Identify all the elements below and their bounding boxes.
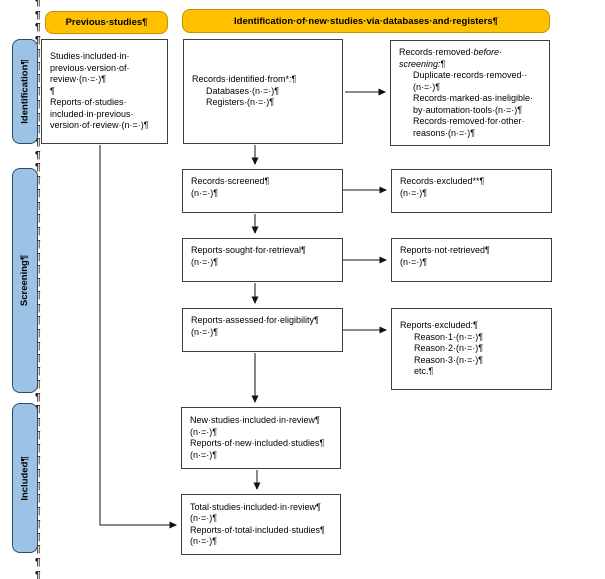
- box-text-line: (n·=·)¶: [190, 536, 218, 546]
- box-text-line: (n·=·)¶: [413, 81, 441, 92]
- box-text-line: New·studies·included·in·review¶: [190, 415, 320, 425]
- box-text-line: (n·=·)¶: [400, 187, 428, 198]
- box-text-line: (n·=·)¶: [191, 326, 219, 337]
- box-text-line: Reports·sought·for·retrieval¶: [191, 245, 306, 255]
- box-text-line: Reports·of·studies·: [50, 97, 127, 108]
- box-text-line: included·in·previous·: [50, 108, 134, 119]
- identification-new-studies-header[interactable]: Identification·of·new·studies·via·databa…: [182, 9, 550, 33]
- box-text-line: Records·screened¶: [191, 176, 270, 186]
- stage-label-identification-text: Identification¶: [19, 59, 31, 124]
- box-text-line: by·automation·tools·(n·=·)¶: [413, 104, 523, 115]
- pilcrow-mark: ¶: [35, 35, 41, 47]
- pilcrow-mark: ¶: [35, 22, 41, 34]
- total-studies-included-box[interactable]: Total·studies·included·in·review¶(n·=·)¶…: [181, 494, 341, 555]
- previous-studies-box[interactable]: Studies·included·in·previous·version·of·…: [41, 39, 168, 144]
- stage-label-screening[interactable]: Screening¶: [12, 168, 38, 393]
- pilcrow-mark: ¶: [35, 569, 41, 579]
- box-text-line: Duplicate·records·removed··: [413, 70, 528, 80]
- box-text-line: Reason·2·(n·=·)¶: [414, 343, 484, 354]
- stage-label-included-text: Included¶: [19, 455, 31, 501]
- pilcrow-mark: ¶: [35, 149, 41, 161]
- reports-not-retrieved-box[interactable]: Reports·not·retrieved¶(n·=·)¶: [391, 238, 552, 282]
- connector-previous-to-total: [99, 145, 177, 529]
- pilcrow-mark: ¶: [35, 162, 41, 174]
- pilcrow-mark: ¶: [35, 9, 41, 21]
- box-text-line: Studies·included·in·: [50, 51, 130, 62]
- pilcrow-mark: ¶: [35, 0, 41, 8]
- box-text-line: Reason·1·(n·=·)¶: [414, 331, 484, 342]
- reports-assessed-box[interactable]: Reports·assessed·for·eligibility¶(n·=·)¶: [182, 308, 343, 352]
- box-text-line: (n·=·)¶: [191, 187, 219, 198]
- reports-excluded-box[interactable]: Reports·excluded:¶Reason·1·(n·=·)¶Reason…: [391, 308, 552, 390]
- new-studies-included-box[interactable]: New·studies·included·in·review¶(n·=·)¶Re…: [181, 407, 341, 469]
- box-text-line: version·of·review·(n·=·)¶: [50, 120, 149, 131]
- records-excluded-box[interactable]: Records·excluded**¶(n·=·)¶: [391, 169, 552, 213]
- box-text-line: Reports·not·retrieved¶: [400, 245, 490, 255]
- box-text-line: Reason·3·(n·=·)¶: [414, 354, 484, 365]
- previous-studies-header[interactable]: Previous·studies¶: [45, 11, 168, 34]
- pilcrow-mark: ¶: [35, 544, 41, 556]
- box-text-line: Registers·(n·=·)¶: [206, 97, 275, 108]
- box-text-line: Records·excluded**¶: [400, 176, 485, 186]
- box-text-line: Reports·assessed·for·eligibility¶: [191, 315, 319, 325]
- box-text-line: review·(n·=·)¶: [50, 74, 107, 85]
- box-text-line: Records·marked·as·ineligible·: [413, 93, 534, 103]
- stage-label-identification[interactable]: Identification¶: [12, 39, 38, 144]
- stage-label-screening-text: Screening¶: [19, 254, 31, 307]
- pilcrow-mark: ¶: [35, 557, 41, 569]
- stage-label-included[interactable]: Included¶: [12, 403, 38, 553]
- pilcrow-mark: ¶: [35, 137, 41, 149]
- box-text-line: Reports·excluded:¶: [400, 320, 478, 331]
- box-text-line: previous·version·of·: [50, 62, 130, 73]
- box-text-line: (n·=·)¶: [190, 426, 218, 437]
- box-text-line: screening:¶: [399, 58, 446, 69]
- box-text-line: ¶: [50, 85, 55, 96]
- box-text-line: Total·studies·included·in·review¶: [190, 501, 321, 512]
- box-text-line: (n·=·)¶: [191, 256, 219, 267]
- box-text-line: Records·removed·for·other·: [413, 116, 525, 126]
- box-text-line: Reports·of·new·included·studies¶: [190, 438, 325, 448]
- pilcrow-mark: ¶: [35, 391, 41, 403]
- reports-sought-box[interactable]: Reports·sought·for·retrieval¶(n·=·)¶: [182, 238, 343, 282]
- box-text-line: Records·identified·from*:¶: [192, 74, 297, 85]
- box-text-line: (n·=·)¶: [190, 513, 218, 523]
- box-text-line: (n·=·)¶: [400, 256, 428, 267]
- records-screened-box[interactable]: Records·screened¶(n·=·)¶: [182, 169, 343, 213]
- box-text-line: Reports·of·total·included·studies¶: [190, 524, 325, 535]
- box-text-line: (n·=·)¶: [190, 449, 218, 460]
- records-removed-box[interactable]: Records·removed·before·screening:¶Duplic…: [390, 40, 550, 146]
- box-text-line: etc.¶: [414, 366, 434, 377]
- box-text-line: Databases·(n·=·)¶: [206, 85, 280, 96]
- box-text-line: Records·removed·before·: [399, 47, 503, 57]
- box-text-line: reasons·(n·=·)¶: [413, 127, 476, 138]
- records-identified-box[interactable]: Records·identified·from*:¶Databases·(n·=…: [183, 39, 343, 144]
